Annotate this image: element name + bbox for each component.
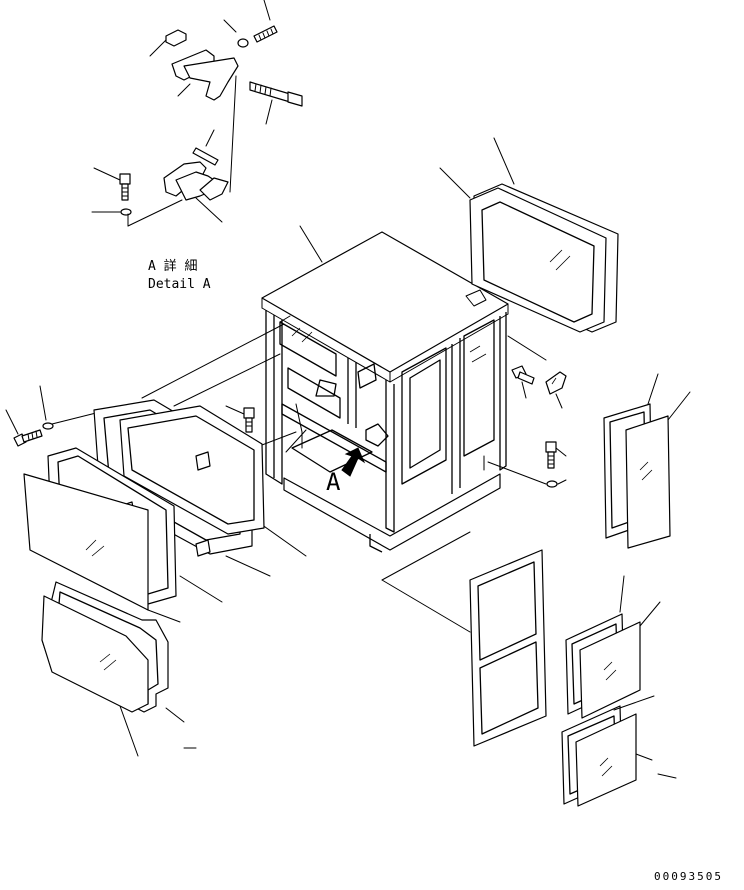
detail-nut [149, 29, 187, 57]
detail-upper-clamp [171, 49, 239, 101]
detail-heading-jp: A 詳 細 [148, 258, 197, 274]
detail-lower-clamp [163, 161, 229, 223]
left-window-stack [5, 385, 307, 757]
view-label: A [326, 468, 341, 496]
detail-heading-en: Detail A [148, 277, 211, 292]
detail-pin [192, 129, 219, 166]
bottom-right-panels [561, 575, 677, 807]
drawing-number: 00093505 [654, 870, 723, 883]
cab-bolt-right [507, 335, 567, 409]
detail-bolt-top [223, 0, 278, 48]
detail-long-bolt [249, 81, 303, 125]
cab-bolt-side [483, 441, 567, 488]
door-panel [381, 531, 547, 747]
detail-a-assembly [91, 0, 303, 227]
right-side-panels [603, 373, 691, 549]
cab-frame [261, 225, 509, 553]
view-arrow [341, 447, 366, 477]
detail-bolt-left [91, 167, 183, 227]
left-bolt [5, 385, 101, 447]
right-top-window [439, 137, 619, 333]
